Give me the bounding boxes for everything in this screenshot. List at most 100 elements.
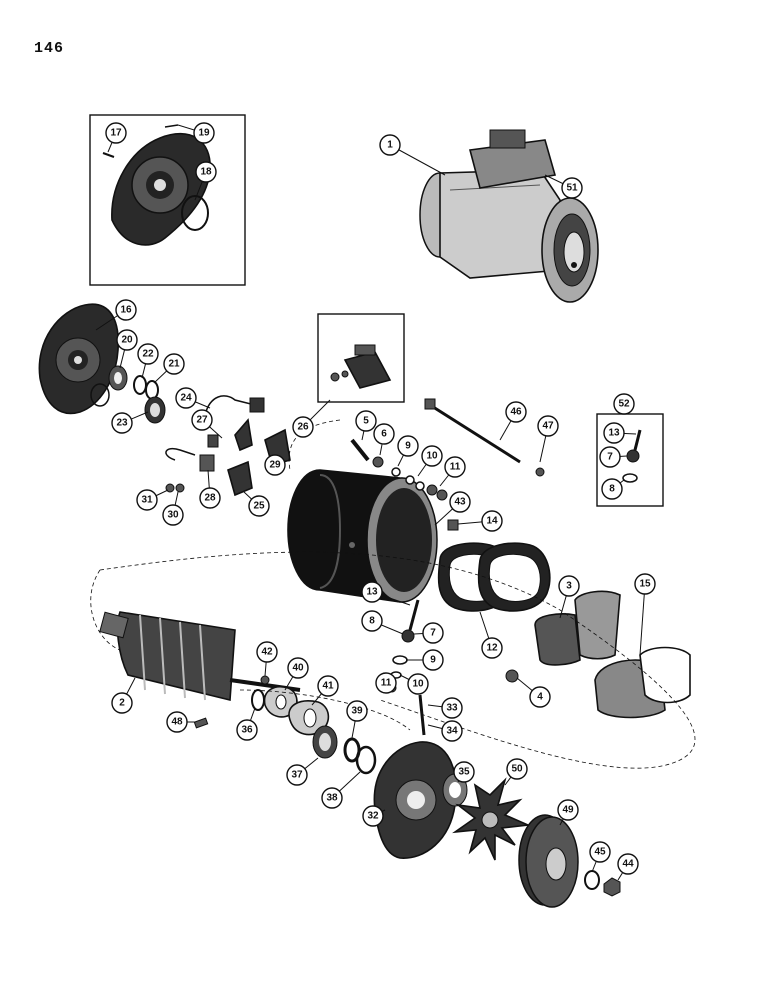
callout-label: 45 <box>594 847 606 858</box>
callout-label: 28 <box>204 493 216 504</box>
callout-27: 27 <box>191 409 213 431</box>
callout-label: 34 <box>446 726 458 737</box>
key-48-drawing <box>193 717 209 729</box>
inset-terminal-drawing <box>622 429 642 483</box>
nut-11-drawing <box>426 484 448 501</box>
callout-11-2: 11 <box>375 672 397 694</box>
callout-42: 42 <box>256 641 278 663</box>
callout-49: 49 <box>557 799 579 821</box>
washer-22-drawing <box>133 375 147 395</box>
callout-12: 12 <box>481 637 503 659</box>
callout-11: 11 <box>444 456 466 478</box>
callout-28: 28 <box>199 487 221 509</box>
callout-51: 51 <box>561 177 583 199</box>
callout-label: 11 <box>450 462 461 473</box>
callout-label: 24 <box>180 393 192 404</box>
callout-24: 24 <box>175 387 197 409</box>
inset-box-terminal <box>596 413 664 507</box>
callout-label: 7 <box>430 628 436 639</box>
callout-label: 32 <box>367 811 379 822</box>
pulley-drawing <box>518 814 579 908</box>
callout-32: 32 <box>362 805 384 827</box>
callout-label: 12 <box>486 643 498 654</box>
brush-holder-25-drawing <box>227 460 253 497</box>
nut-6-drawing <box>372 456 384 468</box>
plate-41-drawing <box>288 700 330 736</box>
callout-label: 8 <box>609 484 615 495</box>
callout-43: 43 <box>449 491 471 513</box>
callout-label: 2 <box>119 698 125 709</box>
callout-label: 25 <box>253 501 265 512</box>
nut-47-drawing <box>535 467 545 477</box>
callout-37: 37 <box>286 764 308 786</box>
callout-6: 6 <box>373 423 395 445</box>
callout-label: 7 <box>607 452 613 463</box>
washer-38-drawing <box>355 745 377 775</box>
washer-9-drawing <box>391 467 401 477</box>
callout-31: 31 <box>136 489 158 511</box>
retainer-40-drawing <box>263 686 298 718</box>
callout-label: 40 <box>292 663 304 674</box>
callout-label: 18 <box>200 167 212 178</box>
callout-label: 35 <box>458 767 470 778</box>
end-frame-drawing <box>38 303 120 415</box>
callout-18: 18 <box>195 161 217 183</box>
callout-label: 16 <box>120 305 132 316</box>
callout-25: 25 <box>248 495 270 517</box>
callout-label: 42 <box>261 647 273 658</box>
callout-5: 5 <box>355 410 377 432</box>
terminal-stud-5-drawing <box>350 438 370 462</box>
callout-33: 33 <box>441 697 463 719</box>
callout-label: 37 <box>291 770 303 781</box>
callout-label: 52 <box>618 399 630 410</box>
pole-shoe-screw-4-drawing <box>505 669 519 683</box>
callout-10: 10 <box>421 445 443 467</box>
field-frame-drawing <box>287 469 438 603</box>
callout-label: 31 <box>141 495 153 506</box>
callout-10-2: 10 <box>407 673 429 695</box>
callout-50: 50 <box>506 758 528 780</box>
pulley-nut-44-drawing <box>603 877 621 897</box>
washer-36-drawing <box>251 689 265 711</box>
callout-1: 1 <box>379 134 401 156</box>
callout-label: 11 <box>381 678 392 689</box>
callout-label: 13 <box>366 587 378 598</box>
lower-washer-9-drawing <box>392 655 408 665</box>
inset-brush-holder-drawing <box>330 344 392 389</box>
callout-36: 36 <box>236 719 258 741</box>
callout-label: 47 <box>542 421 554 432</box>
callout-29: 29 <box>264 454 286 476</box>
callout-label: 36 <box>241 725 253 736</box>
callout-26: 26 <box>292 416 314 438</box>
washer-21-drawing <box>145 380 159 400</box>
washer-10-drawing <box>405 475 425 491</box>
screw-42-drawing <box>260 675 270 685</box>
callout-label: 5 <box>363 416 369 427</box>
callout-17: 17 <box>105 122 127 144</box>
callout-7: 7 <box>599 446 621 468</box>
callout-label: 17 <box>110 128 122 139</box>
callout-13-2: 13 <box>361 581 383 603</box>
insulator-14-drawing <box>447 519 459 531</box>
callout-8: 8 <box>601 478 623 500</box>
lock-washer-45-drawing <box>584 870 600 890</box>
callout-52: 52 <box>613 393 635 415</box>
callout-label: 26 <box>297 422 309 433</box>
through-bolt-drawing <box>424 398 521 464</box>
callout-19: 19 <box>193 122 215 144</box>
callout-label: 8 <box>369 616 375 627</box>
callout-22: 22 <box>137 343 159 365</box>
callout-38: 38 <box>321 787 343 809</box>
pole-shoes-drawing <box>534 590 621 666</box>
callout-label: 39 <box>351 706 363 717</box>
callout-2: 2 <box>111 692 133 714</box>
callout-46: 46 <box>505 401 527 423</box>
callout-39: 39 <box>346 700 368 722</box>
brush-28-drawing <box>199 454 215 472</box>
callout-label: 22 <box>142 349 154 360</box>
callout-16: 16 <box>115 299 137 321</box>
callout-label: 3 <box>566 581 572 592</box>
callout-label: 19 <box>198 128 210 139</box>
callout-label: 48 <box>171 717 183 728</box>
callout-44: 44 <box>617 853 639 875</box>
